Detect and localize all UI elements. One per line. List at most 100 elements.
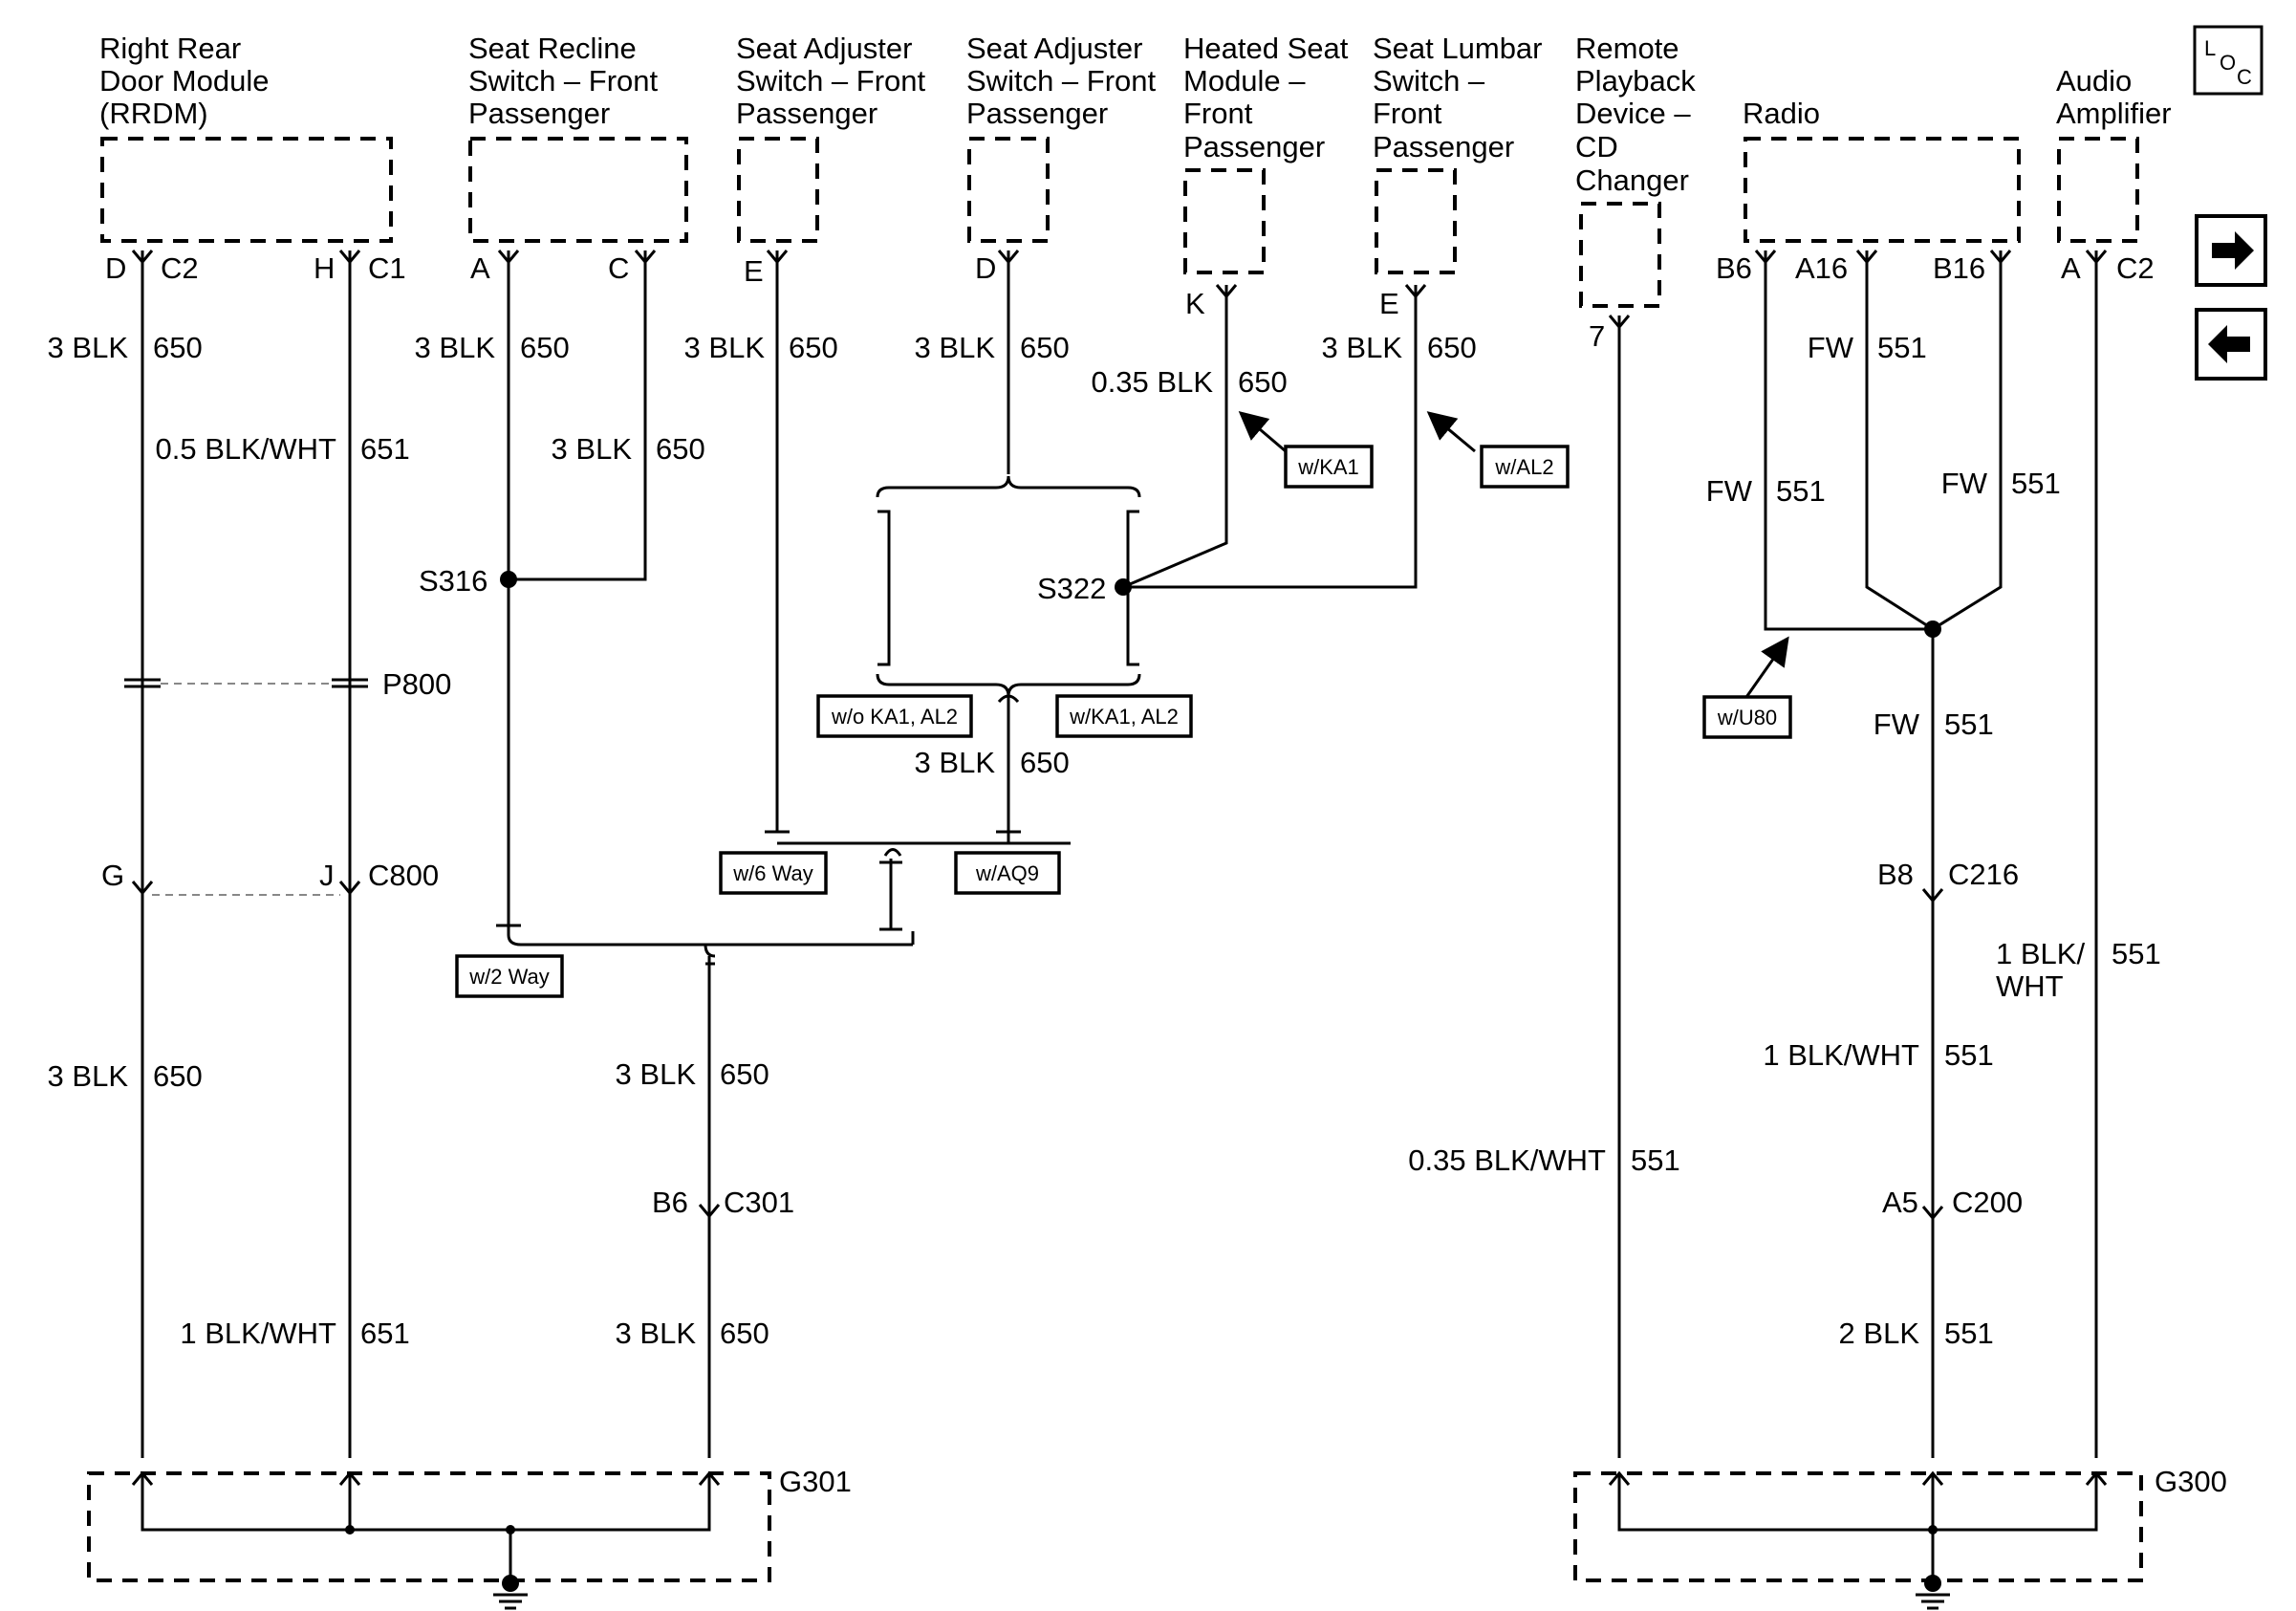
wire-label-gauge: 1 BLK/WHT xyxy=(1763,1038,1919,1072)
wire-label-gauge: FW xyxy=(1874,708,1920,741)
component-cd-line-5: Changer xyxy=(1575,163,1689,197)
wire-label-circuit: 650 xyxy=(656,432,705,466)
loc-badge-c: C xyxy=(2237,65,2252,89)
wire-label-circuit: 650 xyxy=(520,331,570,364)
connector-labels: P800 G J C800 B8 C216 B6 C301 A5 C200 G3… xyxy=(101,667,2227,1498)
connector-c800-pin-j: J xyxy=(319,859,335,892)
wire-label-gauge: 3 BLK xyxy=(48,1059,129,1093)
component-rrdm: Right Rear Door Module (RRDM) xyxy=(99,32,393,243)
wire-label-circuit: 551 xyxy=(1631,1143,1680,1177)
component-recline-line-1: Seat Recline xyxy=(468,32,637,65)
wire-label-circuit: 650 xyxy=(153,1059,203,1093)
connector-c301-pin-b6: B6 xyxy=(652,1186,688,1219)
wire-label-gauge: 3 BLK xyxy=(616,1317,697,1350)
connector-c800: C800 xyxy=(368,859,439,892)
next-page-arrow-icon[interactable] xyxy=(2195,214,2267,287)
wire-label-circuit: 650 xyxy=(1020,746,1070,779)
option-w-6-way-text: w/6 Way xyxy=(732,861,813,885)
component-heated-seat: Heated Seat Module – Front Passenger xyxy=(1183,32,1349,274)
component-seat-adjuster-e: Seat Adjuster Switch – Front Passenger xyxy=(736,32,926,243)
wire-label-gauge: 3 BLK xyxy=(915,331,996,364)
wire-label-circuit: 551 xyxy=(1776,474,1826,508)
component-cd-line-3: Device – xyxy=(1575,97,1691,130)
pin-radio-b16: B16 xyxy=(1933,251,1985,285)
component-audio-amplifier: Audio Amplifier xyxy=(2056,64,2172,243)
wire-labels: 3 BLK 650 0.5 BLK/WHT 651 3 BLK 650 3 BL… xyxy=(48,331,2161,1350)
wire-label-circuit: 551 xyxy=(2011,467,2061,500)
option-w-2-way-text: w/2 Way xyxy=(468,965,550,989)
heated-box xyxy=(1183,168,1266,274)
component-adjuster-e-line-2: Switch – Front xyxy=(736,64,926,98)
rrdm-box xyxy=(100,137,393,243)
splice-s322: S322 xyxy=(1037,572,1106,605)
component-rrdm-line-3: (RRDM) xyxy=(99,97,208,130)
wire-paths xyxy=(87,250,2143,1610)
wire-label-gauge: 1 BLK/ xyxy=(1996,937,2085,970)
connector-c200: C200 xyxy=(1952,1186,2023,1219)
splice-radio-dot xyxy=(1924,620,1941,638)
wire-label-gauge: 3 BLK xyxy=(616,1057,697,1091)
loc-badge-o: O xyxy=(2220,51,2236,75)
option-w-u80-text: w/U80 xyxy=(1717,706,1777,729)
pin-radio-a16: A16 xyxy=(1795,251,1848,285)
splices: S316 S322 xyxy=(419,564,1941,638)
option-w-al2-text: w/AL2 xyxy=(1494,455,1553,479)
wire-label-circuit: 650 xyxy=(1427,331,1477,364)
component-rrdm-line-1: Right Rear xyxy=(99,32,241,65)
wire-label-gauge: FW xyxy=(1941,467,1988,500)
connector-p800: P800 xyxy=(382,667,451,701)
wire-label-circuit: 551 xyxy=(2112,937,2161,970)
option-w-ka1: w/KA1 xyxy=(1284,445,1374,489)
connector-c216-pin-b8: B8 xyxy=(1877,858,1914,891)
option-with-ka1-al2-text: w/KA1, AL2 xyxy=(1069,705,1179,729)
component-heated-line-1: Heated Seat xyxy=(1183,32,1349,65)
option-with-ka1-al2: w/KA1, AL2 xyxy=(1055,694,1193,738)
lumbar-box xyxy=(1375,168,1457,274)
pin-rrdm-c2: C2 xyxy=(161,251,199,285)
pin-amp-a: A xyxy=(2061,251,2081,285)
pin-adjuster-d: D xyxy=(975,251,996,285)
component-adjuster-d-line-1: Seat Adjuster xyxy=(966,32,1142,65)
wire-radio-b16 xyxy=(1932,250,2003,631)
adjuster-e-box xyxy=(737,137,819,243)
component-recline-line-3: Passenger xyxy=(468,97,610,130)
pin-recline-c: C xyxy=(608,251,629,285)
loc-badge-l: L xyxy=(2204,36,2216,60)
wire-radio-a16 xyxy=(1865,250,1934,631)
wire-label-gauge: 0.5 BLK/WHT xyxy=(156,432,337,466)
pin-heated-k: K xyxy=(1185,287,1205,320)
component-heated-line-4: Passenger xyxy=(1183,130,1325,163)
component-radio-line-1: Radio xyxy=(1743,97,1820,130)
wire-label-circuit: 551 xyxy=(1877,331,1927,364)
pin-rrdm-d: D xyxy=(105,251,126,285)
component-adjuster-d-line-3: Passenger xyxy=(966,97,1108,130)
wire-label-gauge: 3 BLK xyxy=(1322,331,1403,364)
component-cd-line-4: CD xyxy=(1575,130,1618,163)
wire-label-gauge: 3 BLK xyxy=(415,331,496,364)
option-labels: w/KA1 w/AL2 w/o KA1, AL2 w/KA1, AL2 w/6 … xyxy=(455,445,1792,998)
loc-badge[interactable]: L O C xyxy=(2193,25,2264,96)
pin-adjuster-e: E xyxy=(744,254,764,288)
wire-label-circuit: 551 xyxy=(1944,1317,1994,1350)
wire-label-gauge: 1 BLK/WHT xyxy=(180,1317,336,1350)
wire-label-circuit: 650 xyxy=(1020,331,1070,364)
amp-box xyxy=(2057,137,2139,243)
component-seat-adjuster-d: Seat Adjuster Switch – Front Passenger xyxy=(966,32,1157,243)
pin-radio-b6: B6 xyxy=(1716,251,1752,285)
wire-label-circuit: 551 xyxy=(1944,708,1994,741)
cd-box xyxy=(1579,202,1661,308)
component-adjuster-e-line-1: Seat Adjuster xyxy=(736,32,912,65)
option-w-aq9-text: w/AQ9 xyxy=(975,861,1039,885)
option-w-aq9: w/AQ9 xyxy=(954,851,1061,895)
component-adjuster-e-line-3: Passenger xyxy=(736,97,877,130)
wire-label-gauge: 3 BLK xyxy=(48,331,129,364)
wire-label-circuit: 551 xyxy=(1944,1038,1994,1072)
component-cd-line-1: Remote xyxy=(1575,32,1679,65)
connector-c800-pin-g: G xyxy=(101,859,124,892)
option-w-ka1-text: w/KA1 xyxy=(1297,455,1359,479)
component-seat-recline: Seat Recline Switch – Front Passenger xyxy=(468,32,688,243)
wire-label-circuit: 650 xyxy=(720,1317,769,1350)
option-w-al2: w/AL2 xyxy=(1480,445,1570,489)
previous-page-arrow-icon[interactable] xyxy=(2195,308,2267,381)
component-lumbar-line-3: Front xyxy=(1373,97,1442,130)
